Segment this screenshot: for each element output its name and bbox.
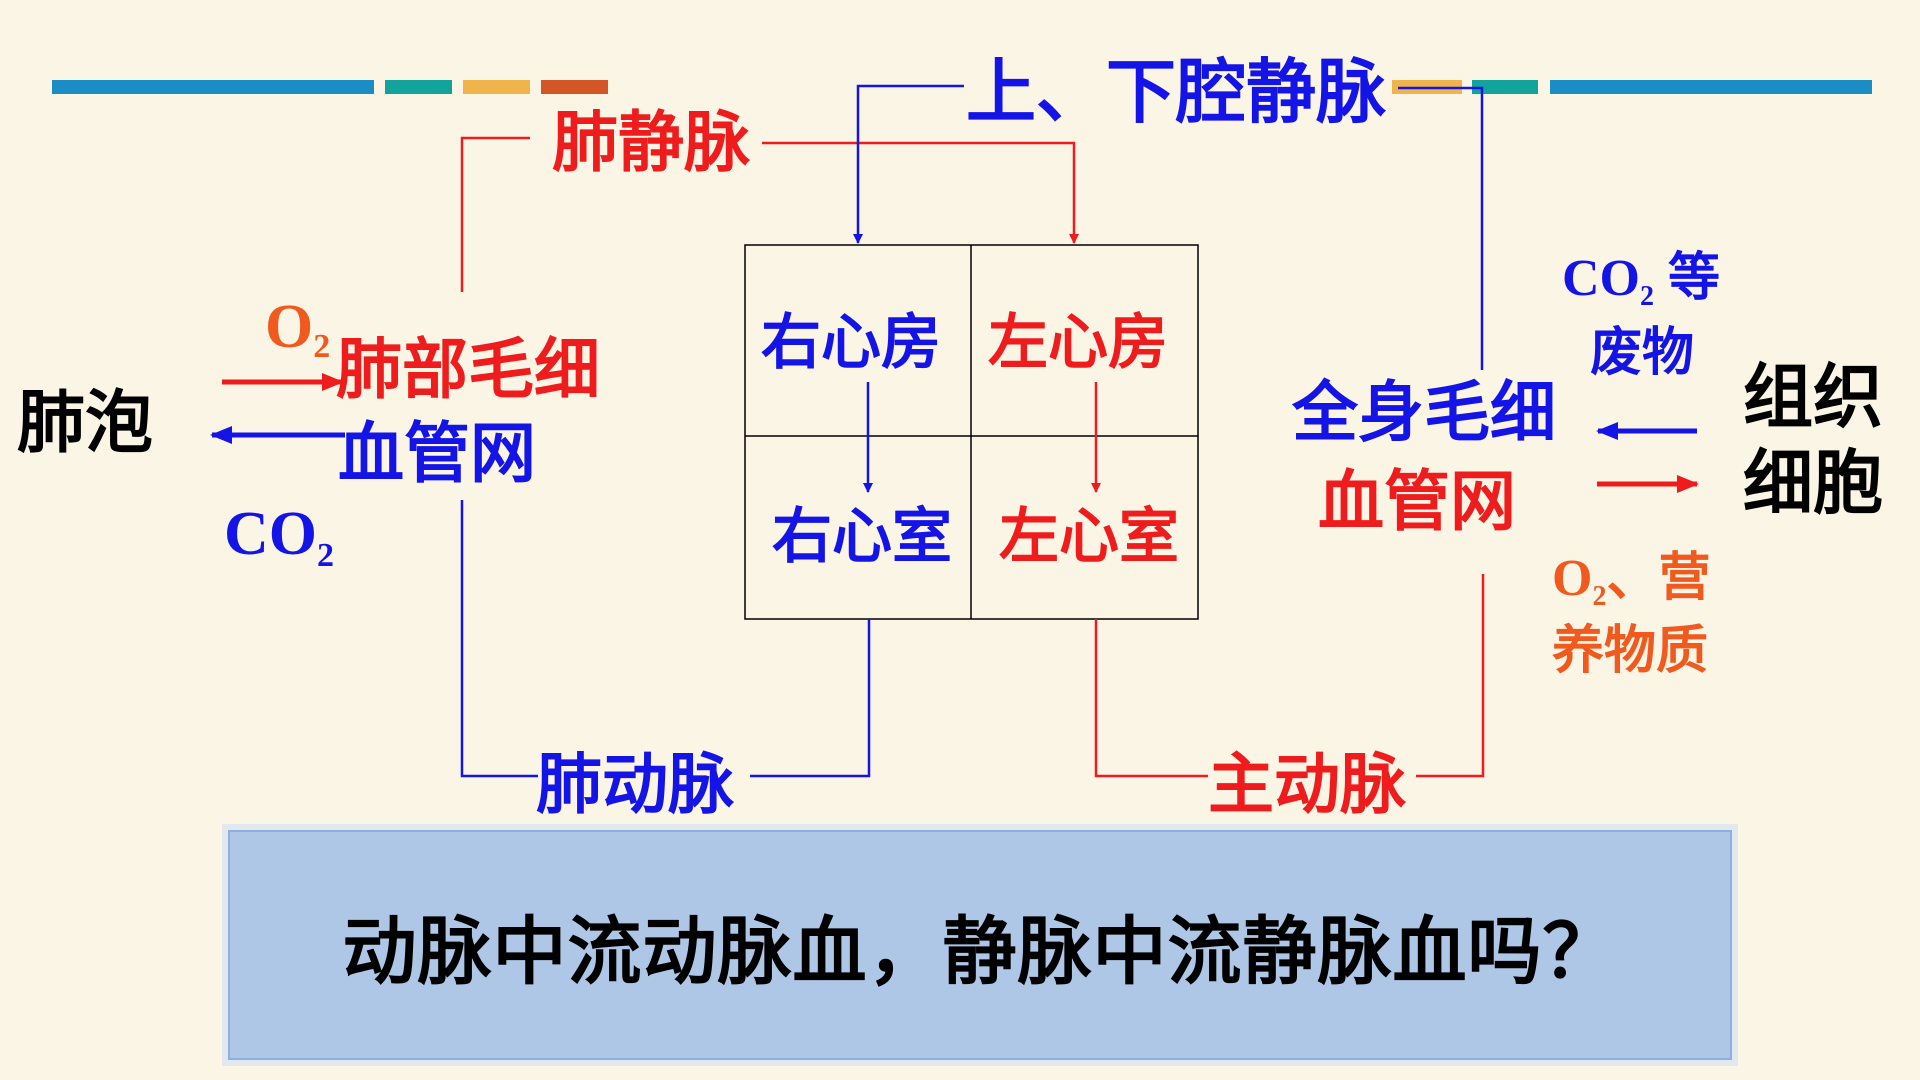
- bar-segment-teal-right: [1472, 80, 1538, 94]
- bar-segment-rust-left: [541, 80, 608, 94]
- o2-label: O2: [265, 293, 330, 365]
- nutrients-o2-label: O2、营: [1552, 548, 1710, 612]
- tissue-cells-line1: 组织: [1743, 356, 1883, 438]
- co2-label: CO2: [224, 500, 334, 574]
- bar-segment-teal-left: [385, 80, 452, 94]
- pulmonary-capillary-line2: 血管网: [338, 415, 536, 492]
- bar-segment-blue-right: [1550, 80, 1872, 94]
- tissue-cells-line2: 细胞: [1743, 442, 1883, 524]
- vena-cava-path: [1398, 86, 1484, 370]
- systemic-capillary-line1: 全身毛细: [1291, 374, 1556, 451]
- pulmonary-vein-path: [460, 136, 530, 292]
- waste-co2-subscript: 2: [1640, 281, 1654, 312]
- nutrients-suffix: 、营: [1606, 548, 1710, 608]
- heart-grid: [744, 244, 1199, 620]
- systemic-capillary-line2: 血管网: [1318, 463, 1516, 540]
- pulmonary-vein-to-left-atrium: [762, 141, 1079, 244]
- question-text: 动脉中流动脉血，静脉中流静脉血吗？: [342, 908, 1618, 995]
- co2-label-subscript: 2: [317, 537, 334, 574]
- vena-cava-label: 上、下腔静脉: [966, 51, 1387, 133]
- pulmonary-artery-to-lung: [460, 500, 538, 778]
- pulmonary-vein-label: 肺静脉: [552, 104, 751, 181]
- co2-label-base: CO: [224, 500, 317, 568]
- nutrients-o2-subscript: 2: [1592, 581, 1606, 612]
- right-atrium-label: 右心房: [761, 308, 941, 378]
- aorta-label: 主动脉: [1208, 746, 1407, 823]
- pulmonary-capillary-line1: 肺部毛细: [336, 331, 600, 408]
- bar-segment-yellow-left: [463, 80, 530, 94]
- aorta-path: [1094, 619, 1208, 778]
- pulmonary-artery-path: [750, 619, 871, 778]
- waste-suffix: 等: [1668, 248, 1720, 308]
- waste-label-line2: 废物: [1590, 323, 1694, 383]
- nutrients-o2-base: O: [1552, 550, 1592, 607]
- o2-label-base: O: [265, 293, 313, 361]
- waste-co2-base: CO: [1562, 250, 1640, 307]
- question-box: 动脉中流动脉血，静脉中流静脉血吗？: [228, 830, 1732, 1060]
- o2-label-subscript: 2: [313, 328, 330, 365]
- left-atrium-label: 左心房: [988, 308, 1168, 378]
- right-ventricle-label: 右心室: [772, 502, 952, 572]
- aorta-to-body: [1416, 574, 1485, 778]
- bar-segment-blue-left: [52, 80, 374, 94]
- top-decorative-bar: [52, 80, 1872, 94]
- nutrients-label-line2: 养物质: [1552, 621, 1708, 681]
- alveoli-label: 肺泡: [17, 384, 153, 463]
- vena-cava-to-right-atrium: [853, 84, 964, 244]
- left-ventricle-label: 左心室: [999, 502, 1179, 572]
- pulmonary-artery-label: 肺动脉: [536, 746, 735, 823]
